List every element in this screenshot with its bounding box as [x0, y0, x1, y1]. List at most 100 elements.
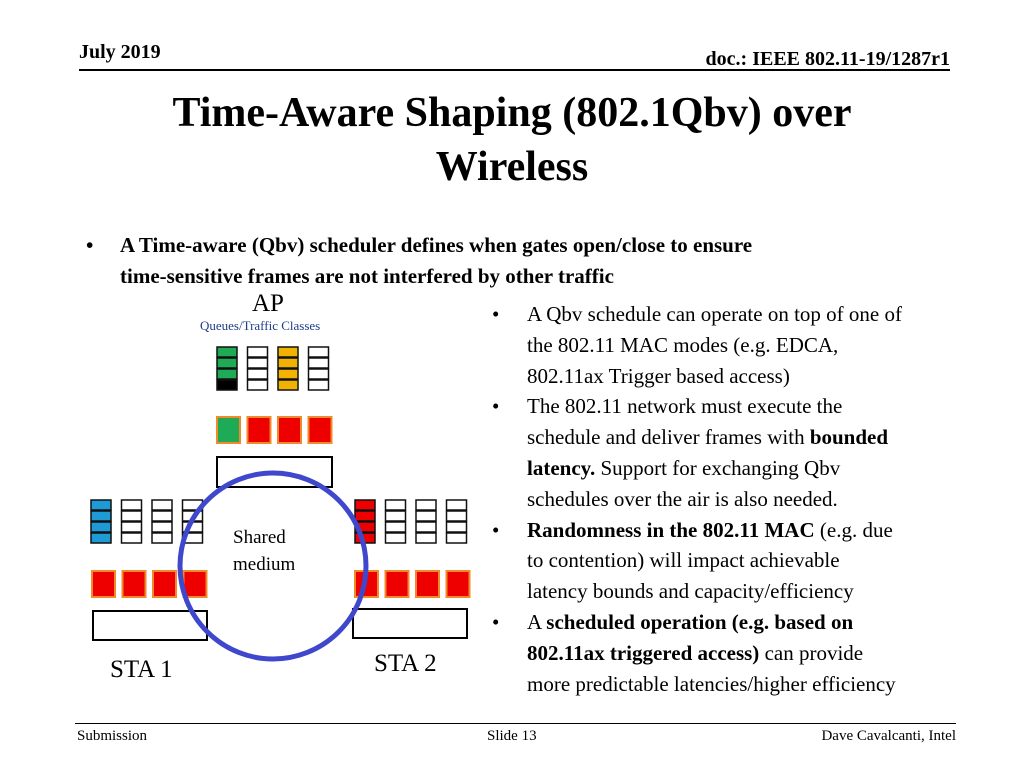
sta1-label: STA 1: [110, 656, 173, 683]
bullet-line: latency bounds and capacity/efficiency: [527, 579, 854, 604]
queue-slot: [120, 532, 143, 544]
bullet-item: • A scheduled operation (e.g. based on 8…: [492, 607, 992, 699]
gate-box: [307, 416, 333, 444]
shared-medium-label: Shared medium: [233, 524, 295, 578]
queue-slot: [90, 532, 112, 544]
gate-box: [277, 416, 302, 444]
bullet-line: 802.11ax triggered access) can provide: [527, 638, 992, 669]
queue-slot: [246, 379, 269, 391]
bullet-dot-icon: •: [492, 394, 500, 419]
queue-slot: [181, 521, 204, 533]
gate-box: [246, 416, 272, 444]
sta2-mac-box: [352, 608, 468, 639]
header-date: July 2019: [79, 41, 161, 63]
bullet-line: schedule and deliver frames with bounded: [527, 422, 992, 453]
queue-slot: [216, 346, 238, 358]
queue-slot: [445, 510, 468, 522]
bullet-line: A Qbv schedule can operate on top of one…: [527, 302, 902, 326]
queue-slot: [277, 357, 299, 369]
queue-slot: [277, 346, 299, 358]
queue-slot: [216, 357, 238, 369]
queue-slot: [216, 379, 238, 391]
queue-slot: [151, 510, 173, 522]
bullet-dot-icon: •: [492, 609, 500, 634]
bullet-text: schedule and deliver frames with: [527, 425, 810, 450]
gate-box: [216, 416, 241, 444]
header-rule: [79, 69, 950, 71]
bullet-line: the 802.11 MAC modes (e.g. EDCA,: [527, 332, 839, 357]
queue-slot: [445, 532, 468, 544]
bullet-line: to contention) will impact achievable: [527, 548, 840, 573]
queue-slot: [277, 368, 299, 380]
queue-slot: [445, 521, 468, 533]
ap-queue-stack: [216, 346, 330, 391]
sta1-queue-stack: [90, 499, 204, 544]
queue-slot: [354, 532, 376, 544]
gate-box: [121, 570, 147, 598]
gate-box: [152, 570, 177, 598]
gate-box: [91, 570, 116, 598]
bullet-text: can provide: [759, 640, 864, 665]
bullet-bold-text: bounded: [809, 425, 889, 450]
main-bullet-line-1: A Time-aware (Qbv) scheduler defines whe…: [120, 233, 753, 257]
queue-slot: [181, 532, 204, 544]
bullet-bold-text: scheduled operation (e.g. based on: [546, 609, 854, 634]
queue-slot: [445, 499, 468, 511]
footer-submission: Submission: [77, 728, 148, 744]
title-line-1: Time-Aware Shaping (802.1Qbv) over: [172, 90, 852, 136]
queue-slot: [415, 499, 437, 511]
queue-slot: [151, 532, 173, 544]
main-bullet-line-2: time-sensitive frames are not interfered…: [120, 264, 614, 288]
queue-slot: [307, 368, 330, 380]
queue-slot: [90, 521, 112, 533]
queue-slot: [307, 357, 330, 369]
queue-slot: [277, 379, 299, 391]
queue-slot: [415, 521, 437, 533]
queue-slot: [151, 499, 173, 511]
gate-box: [182, 570, 208, 598]
queue-slot: [307, 346, 330, 358]
bullet-bold-text: latency.: [527, 455, 596, 480]
queue-slot: [246, 357, 269, 369]
bullet-text: A: [527, 609, 547, 634]
ap-mac-box: [216, 456, 333, 488]
footer-slide-number: Slide 13: [487, 728, 537, 744]
queue-slot: [90, 510, 112, 522]
bullet-dot-icon: •: [492, 302, 500, 326]
queue-slot: [354, 510, 376, 522]
queue-slot: [181, 499, 204, 511]
bullet-item: • A Qbv schedule can operate on top of o…: [492, 299, 992, 391]
bullet-line: more predictable latencies/higher effici…: [527, 671, 896, 696]
queue-slot: [181, 510, 204, 522]
queue-slot: [384, 532, 407, 544]
bullet-text: Support for exchanging Qbv: [595, 455, 841, 480]
sta2-queue-stack: [354, 499, 468, 544]
shared-medium-line-1: Shared: [233, 527, 286, 548]
slide-title: Time-Aware Shaping (802.1Qbv) over Wirel…: [60, 86, 964, 194]
footer-rule: [75, 723, 956, 724]
bullet-bold-text: 802.11ax triggered access): [527, 640, 760, 665]
header-doc-id: doc.: IEEE 802.11-19/1287r1: [705, 48, 950, 70]
title-line-2: Wireless: [435, 144, 589, 190]
sta1-gate-row: [91, 570, 208, 598]
bullet-bold-text: Randomness in the 802.11 MAC: [527, 517, 815, 542]
bullet-dot-icon: •: [492, 517, 500, 542]
gate-box: [415, 570, 440, 598]
bullet-line: schedules over the air is also needed.: [527, 486, 838, 511]
sta2-label: STA 2: [374, 650, 437, 677]
queue-slot: [384, 521, 407, 533]
bullet-line: latency. Support for exchanging Qbv: [527, 453, 992, 484]
bullet-item: • Randomness in the 802.11 MAC (e.g. due…: [492, 515, 992, 607]
queue-slot: [90, 499, 112, 511]
queue-slot: [246, 368, 269, 380]
bullet-list: • A Qbv schedule can operate on top of o…: [492, 299, 992, 699]
queue-slot: [384, 510, 407, 522]
queue-slot: [384, 499, 407, 511]
queues-label: Queues/Traffic Classes: [200, 318, 321, 333]
gate-box: [384, 570, 410, 598]
bullet-text: (e.g. due: [814, 517, 893, 542]
gate-box: [354, 570, 379, 598]
bullet-line: The 802.11 network must execute the: [527, 394, 843, 419]
queue-slot: [216, 368, 238, 380]
bullet-line: 802.11ax Trigger based access): [527, 363, 790, 388]
